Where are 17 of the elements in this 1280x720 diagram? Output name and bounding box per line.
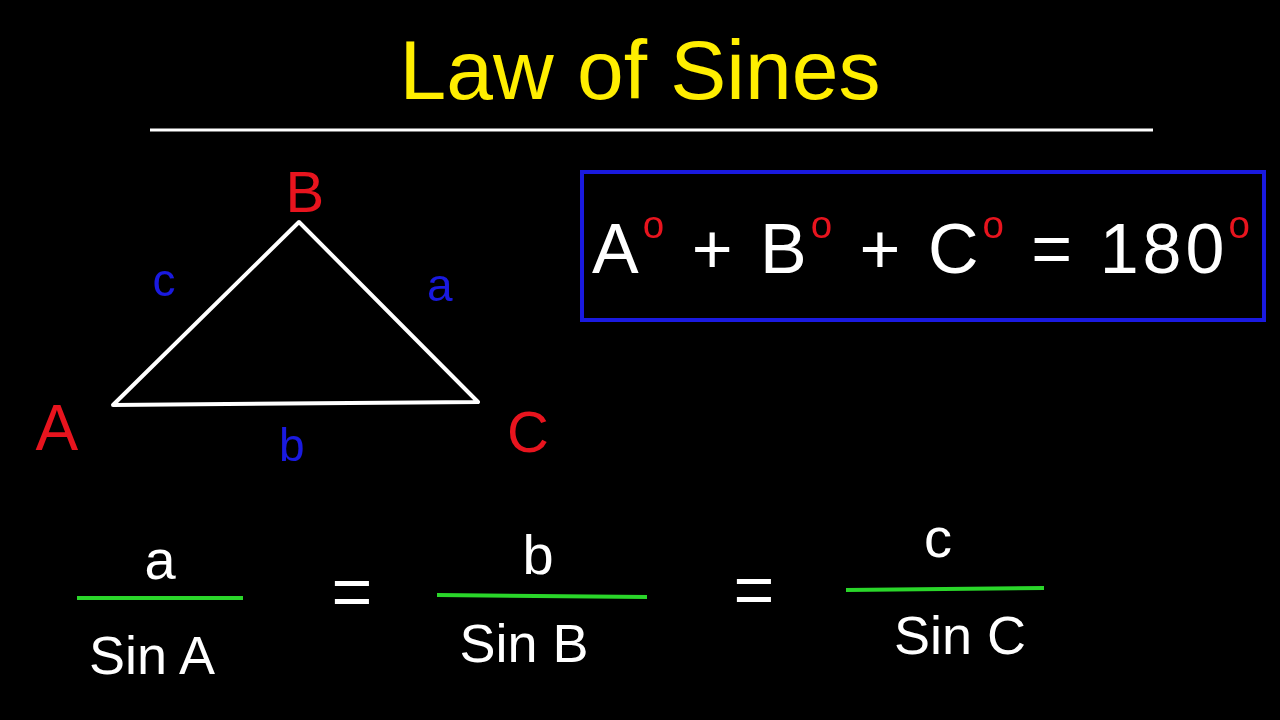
fraction-denominator: Sin A xyxy=(89,628,216,682)
side-label: c xyxy=(152,257,176,303)
side-label: a xyxy=(427,262,453,308)
side-label: b xyxy=(279,422,305,468)
fraction-denominator: Sin B xyxy=(459,616,589,670)
equals-sign: = xyxy=(733,555,775,625)
angle-sum-formula: A$^{o}$ + B$^{o}$ + C$^{o}$ = 180$^{o}$ xyxy=(592,203,1254,289)
title: Law of Sines xyxy=(398,28,882,112)
vertex-label: A xyxy=(35,396,79,460)
formula-box xyxy=(580,170,1266,322)
equals-sign: = xyxy=(331,557,373,627)
vertex-label: C xyxy=(507,403,549,461)
fraction-numerator: b xyxy=(522,527,554,583)
fraction-numerator: c xyxy=(924,510,952,566)
fraction-numerator: a xyxy=(144,532,176,588)
vertex-label: B xyxy=(285,163,325,221)
fraction-denominator: Sin C xyxy=(894,608,1027,662)
